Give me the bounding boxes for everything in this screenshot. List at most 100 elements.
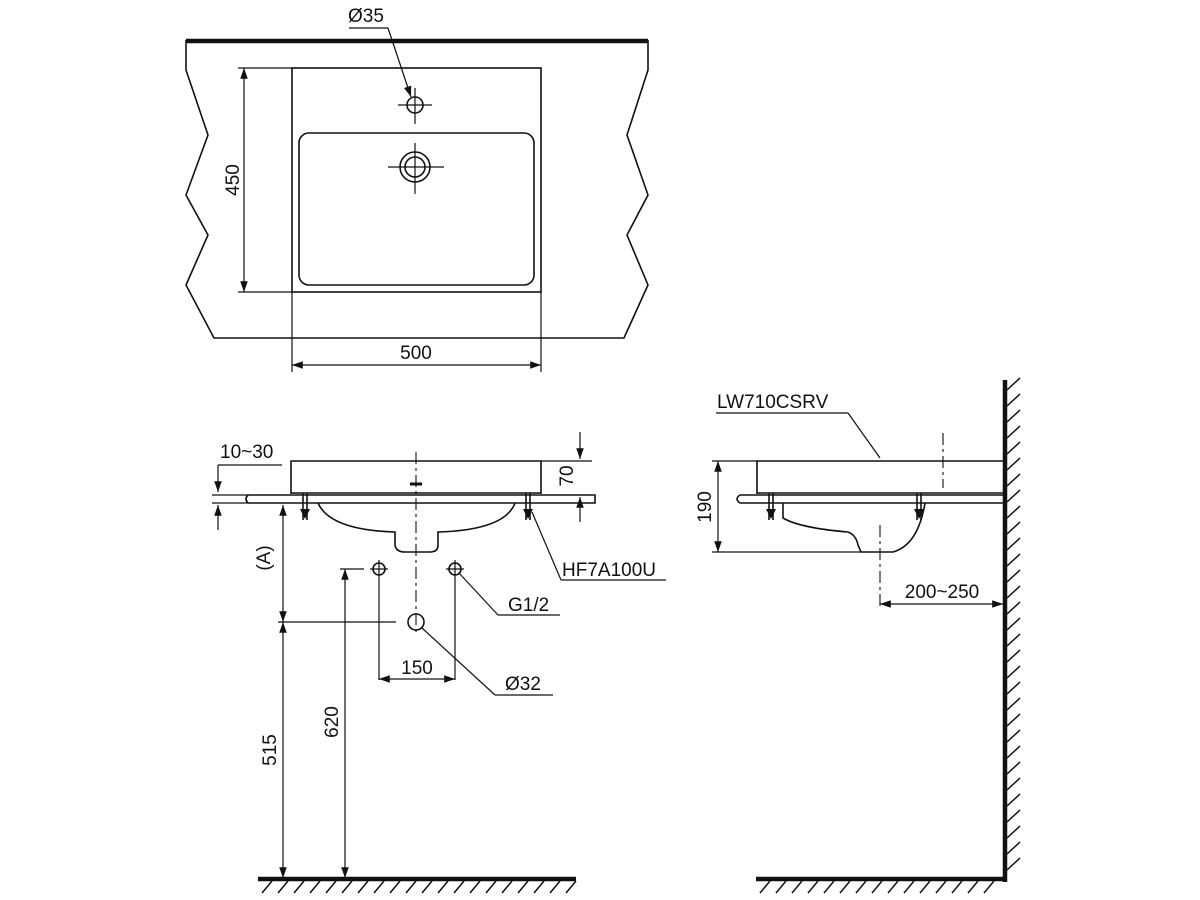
floor-hatch-mark <box>485 880 497 894</box>
floor-hatch-mark <box>565 880 577 894</box>
width-label: 500 <box>400 343 432 364</box>
front-fixing-bracket-left <box>300 493 310 520</box>
wall-hatch-mark <box>1006 457 1021 471</box>
front-bowl <box>317 502 516 553</box>
wall-hatch-mark <box>1006 681 1021 695</box>
floor-hatch-mark <box>325 880 337 894</box>
floor-hatch-mark <box>341 880 353 894</box>
basin-height-dimension: 70 <box>541 432 592 522</box>
floor-hatch-mark <box>277 880 289 894</box>
floor-hatch-mark <box>453 880 465 894</box>
front-fixing-bracket-right <box>523 493 533 520</box>
floor-hatch-mark <box>261 880 273 894</box>
side-fixing-bracket-left <box>766 493 776 520</box>
wall-hatch-mark <box>1006 809 1021 823</box>
floor-hatch-mark <box>405 880 417 894</box>
basin-outer-rim <box>291 67 542 293</box>
tap-hole-diameter-callout: Ø35 <box>348 6 412 98</box>
drain-hole-top <box>388 143 444 194</box>
side-floor <box>756 876 1007 894</box>
rim-to-pipe-label: (A) <box>254 545 275 570</box>
wall-hatch-mark <box>1006 521 1021 535</box>
wall-hatch-mark <box>1006 729 1021 743</box>
wall-hatch-mark <box>1006 409 1021 423</box>
floor-hatch-mark <box>501 880 513 894</box>
floor-hatch-mark <box>919 880 931 894</box>
floor-hatch-mark <box>839 880 851 894</box>
wall-hatch-mark <box>1006 553 1021 567</box>
side-countertop <box>736 494 1003 504</box>
floor-hatch-mark <box>309 880 321 894</box>
floor-hatch-mark <box>469 880 481 894</box>
wall-hatch-mark <box>1006 777 1021 791</box>
drain-diameter-label: Ø32 <box>505 674 541 695</box>
counter-thickness-label: 10~30 <box>220 442 273 463</box>
drain-height-dimension: 515 <box>260 622 287 878</box>
side-height-label: 190 <box>695 491 716 523</box>
wall-hatch-mark <box>1006 697 1021 711</box>
wall-distance-dimension: 200~250 <box>880 582 1003 608</box>
wall-hatch-mark <box>1006 441 1021 455</box>
supply-hole-left <box>370 560 388 680</box>
wall-hatch-mark <box>1006 761 1021 775</box>
supply-spacing-dimension: 150 <box>379 658 455 683</box>
side-height-dimension: 190 <box>695 460 861 553</box>
wall-hatch-mark <box>1006 489 1021 503</box>
wall-hatch-mark <box>1006 601 1021 615</box>
wall-hatch-mark <box>1006 713 1021 727</box>
floor-hatch-mark <box>373 880 385 894</box>
floor-hatch-mark <box>967 880 979 894</box>
floor-hatch-mark <box>775 880 787 894</box>
wall-hatch-mark <box>1006 857 1021 871</box>
wall-hatch-mark <box>1006 505 1021 519</box>
depth-dimension: 450 <box>223 67 292 293</box>
wall-hatch-mark <box>1006 473 1021 487</box>
side-view: 190 200~250 LW710CSRV <box>695 377 1021 894</box>
floor-hatch-mark <box>437 880 449 894</box>
side-basin-upper-body <box>756 460 1003 494</box>
wall-hatch-mark <box>1006 649 1021 663</box>
supply-height-label: 620 <box>322 706 343 738</box>
floor-hatch-mark <box>293 880 305 894</box>
wall-hatch-mark <box>1006 793 1021 807</box>
wall-hatch-mark <box>1006 377 1021 391</box>
floor-hatch-mark <box>517 880 529 894</box>
supply-spacing-label: 150 <box>401 658 433 679</box>
drain-hole-front <box>278 613 425 631</box>
floor-hatch-mark <box>903 880 915 894</box>
floor-hatch-mark <box>983 880 995 894</box>
supply-thread-label: G1/2 <box>508 595 549 616</box>
side-fixing-bracket-right <box>914 493 924 520</box>
supply-hole-right <box>446 560 464 680</box>
width-dimension: 500 <box>291 292 542 372</box>
floor-hatch-mark <box>887 880 899 894</box>
floor-hatch-mark <box>421 880 433 894</box>
front-view: 10~30 70 HF7A100U (A) <box>212 432 666 894</box>
counter-thickness-dimension: 10~30 <box>212 442 282 530</box>
supply-height-dimension: 620 <box>322 569 349 878</box>
floor-hatch-mark <box>823 880 835 894</box>
wall-hatch-mark <box>1006 633 1021 647</box>
wall-hatch-mark <box>1006 537 1021 551</box>
side-wall <box>1002 377 1021 882</box>
drain-diameter-callout: Ø32 <box>421 627 553 696</box>
depth-label: 450 <box>223 164 244 196</box>
top-view: Ø35 450 500 <box>185 6 649 372</box>
wall-hatch-mark <box>1006 841 1021 855</box>
basin-model-callout: LW710CSRV <box>716 392 881 459</box>
floor-hatch-mark <box>549 880 561 894</box>
countertop-outline <box>185 40 649 339</box>
wall-distance-label: 200~250 <box>905 582 980 603</box>
front-countertop <box>245 494 596 504</box>
wall-hatch-mark <box>1006 665 1021 679</box>
floor-hatch-mark <box>759 880 771 894</box>
drain-height-label: 515 <box>260 734 281 766</box>
floor-hatch-mark <box>871 880 883 894</box>
fixing-kit-callout: HF7A100U <box>531 511 666 581</box>
wall-hatch-mark <box>1006 617 1021 631</box>
floor-hatch-mark <box>855 880 867 894</box>
tap-hole <box>398 88 432 124</box>
tap-hole-diameter-label: Ø35 <box>348 6 384 27</box>
floor-hatch-mark <box>951 880 963 894</box>
